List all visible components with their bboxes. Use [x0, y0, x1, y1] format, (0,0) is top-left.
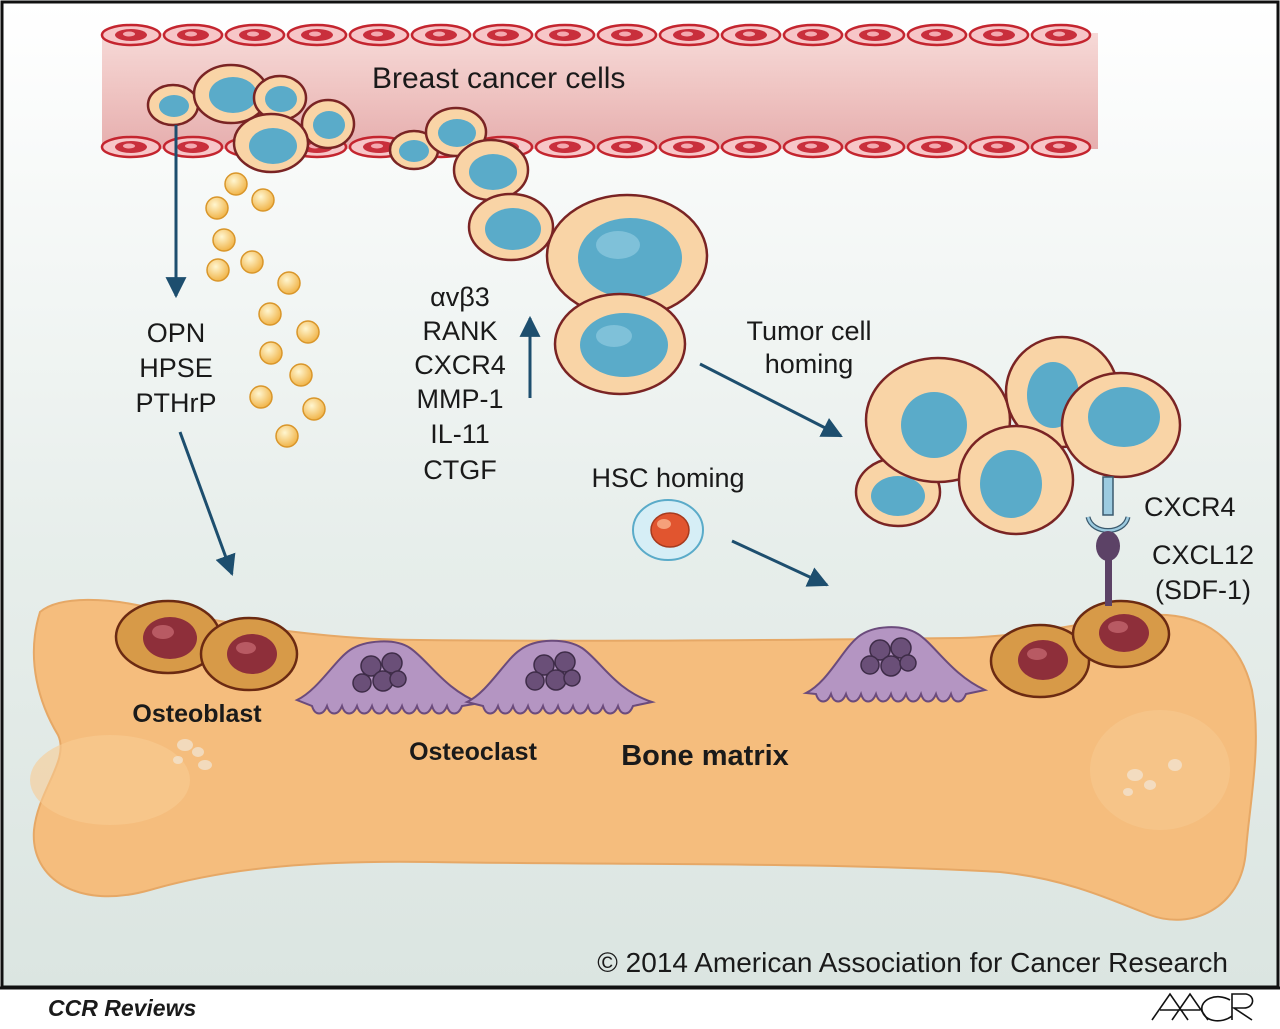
bone-texture: [173, 739, 1182, 796]
receptor-avb3: αvβ3: [430, 282, 490, 312]
cancer-cell-vessel-3: [252, 74, 308, 122]
tumor-cell-4: [957, 424, 1075, 536]
cxcl12-label: CXCL12: [1152, 540, 1254, 570]
tumor-homing-label: Tumor cell homing: [746, 316, 871, 379]
cancer-cell-extravasating-1: [388, 129, 440, 171]
receptor-mmp1: MMP-1: [417, 384, 504, 414]
arrow-to-osteoblast: [178, 431, 236, 576]
cancer-cell-vessel-5: [232, 112, 310, 174]
journal-label: CCR Reviews: [48, 995, 196, 1021]
bone-receptors-list: αvβ3 RANK CXCR4 MMP-1 IL-11 CTGF: [414, 282, 506, 485]
arrow-tumor-homing: [699, 362, 843, 438]
factor-pthrp: PTHrP: [136, 388, 217, 418]
tumor-homing-line-2: homing: [765, 349, 854, 379]
receptor-cxcr4: CXCR4: [414, 350, 506, 380]
osteoblast-label: Osteoblast: [132, 700, 262, 728]
tumor-cell-cluster: [854, 335, 1182, 536]
hsc-homing-label: HSC homing: [591, 463, 744, 493]
factor-opn: OPN: [147, 318, 206, 348]
bone-matrix-label: Bone matrix: [621, 740, 789, 772]
sdf1-label: (SDF-1): [1155, 575, 1251, 605]
cancer-cell-vessel-1: [146, 83, 200, 127]
osteoblast-right-1: [989, 623, 1091, 699]
secreted-factors-list: OPN HPSE PTHrP: [136, 318, 217, 418]
cancer-cell-vessel-2: [192, 63, 270, 125]
receptor-ctgf: CTGF: [423, 455, 497, 485]
vessel-title: Breast cancer cells: [372, 62, 625, 95]
receptor-il11: IL-11: [430, 419, 490, 449]
osteoclast-3: [802, 626, 989, 703]
tumor-homing-line-1: Tumor cell: [746, 316, 871, 346]
cancer-cell-extravasating-6: [553, 292, 687, 396]
osteoblast-left-2: [199, 616, 299, 692]
receptor-rank: RANK: [422, 316, 497, 346]
osteoclast-label: Osteoclast: [409, 738, 538, 766]
osteoclast-1: [294, 640, 484, 715]
cxcl12-ligand: [1096, 531, 1120, 606]
tumor-cell-5: [1060, 371, 1182, 479]
arrow-hsc-homing: [731, 539, 829, 587]
copyright-notice: © 2014 American Association for Cancer R…: [597, 947, 1228, 978]
cancer-cell-extravasating-3: [452, 138, 530, 202]
cxcr4-label: CXCR4: [1144, 492, 1236, 522]
osteoclast-2: [464, 639, 656, 715]
tumor-cell-2: [864, 356, 1012, 484]
osteoblast-right-2: [1071, 599, 1171, 669]
cancer-cell-extravasating-4: [467, 192, 555, 262]
cancer-cell-vessel-4: [300, 98, 356, 150]
aacr-logo: [1151, 992, 1254, 1022]
factor-hpse: HPSE: [139, 353, 213, 383]
hsc-cell: [632, 499, 704, 561]
cancer-cell-extravasating-5: [545, 193, 709, 319]
secreted-factor-beads: [205, 172, 326, 448]
arrows: [165, 125, 843, 587]
cxcr4-receptor: [1085, 476, 1131, 533]
